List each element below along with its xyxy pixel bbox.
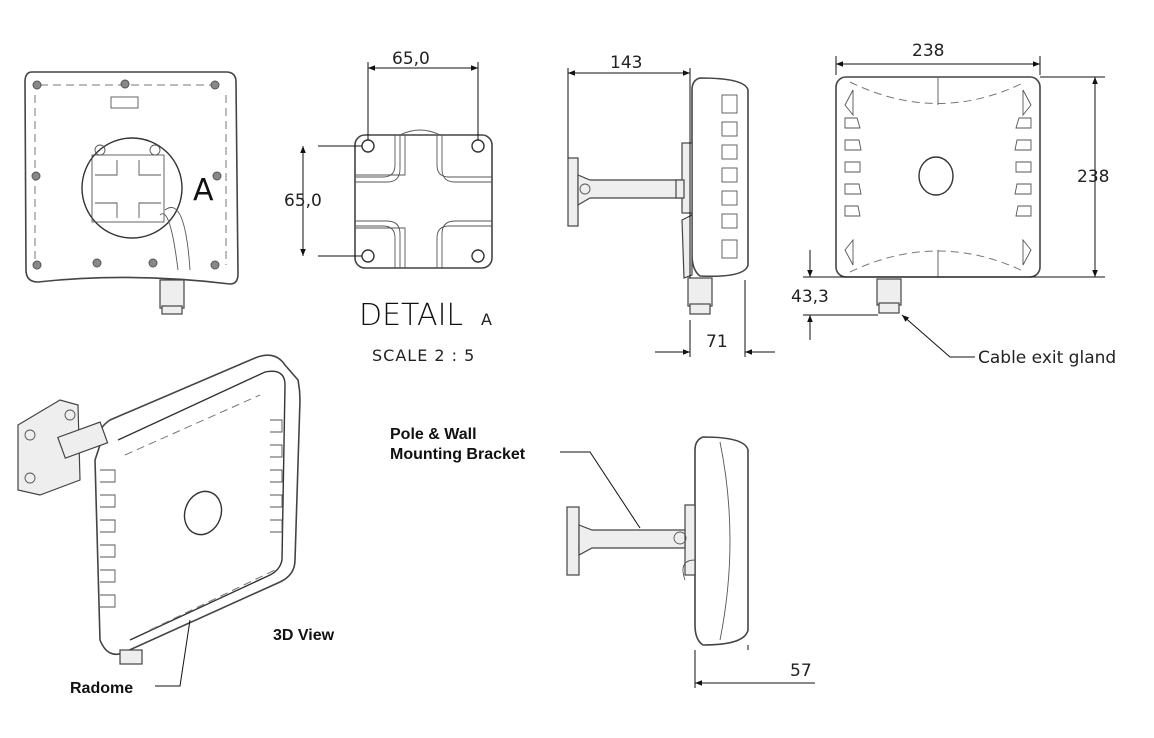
front-height-dim: 238: [1077, 167, 1109, 187]
connector: [159, 279, 185, 315]
bracket-label-line1: Pole & Wall: [390, 426, 477, 443]
detail-width-dim: 65,0: [392, 49, 430, 69]
detail-title-suffix: A: [481, 310, 493, 329]
gland-dim: 43,3: [791, 287, 829, 307]
3d-view-title: 3D View: [273, 627, 335, 644]
bracket-depth-dim: 143: [610, 53, 642, 73]
detail-scale: SCALE 2 : 5: [372, 346, 475, 365]
side-view-bottom: Pole & Wall Mounting Bracket 57: [390, 426, 815, 688]
screw-dots: [31, 79, 222, 270]
side-view-top: 143 71: [567, 53, 775, 357]
detail-marker: A: [193, 173, 214, 208]
body-depth-dim-bottom: 57: [790, 661, 812, 681]
body-depth-dim-top: 71: [706, 332, 728, 352]
detail-height-dim: 65,0: [284, 191, 322, 211]
detail-a-view: 65,0 65,0 DETAIL A SCALE 2 : 5: [284, 49, 493, 365]
detail-circle: [81, 137, 183, 239]
bracket-label-line2: Mounting Bracket: [390, 446, 526, 463]
front-width-dim: 238: [912, 41, 944, 61]
detail-title: DETAIL: [359, 298, 463, 333]
iso-view: 3D View Radome: [17, 354, 335, 697]
radome-label: Radome: [70, 680, 133, 697]
cable-exit-gland-label: Cable exit gland: [978, 348, 1116, 368]
back-view: A: [24, 71, 239, 315]
front-view: 238 238 43,3 Cable exit gland: [791, 41, 1116, 368]
